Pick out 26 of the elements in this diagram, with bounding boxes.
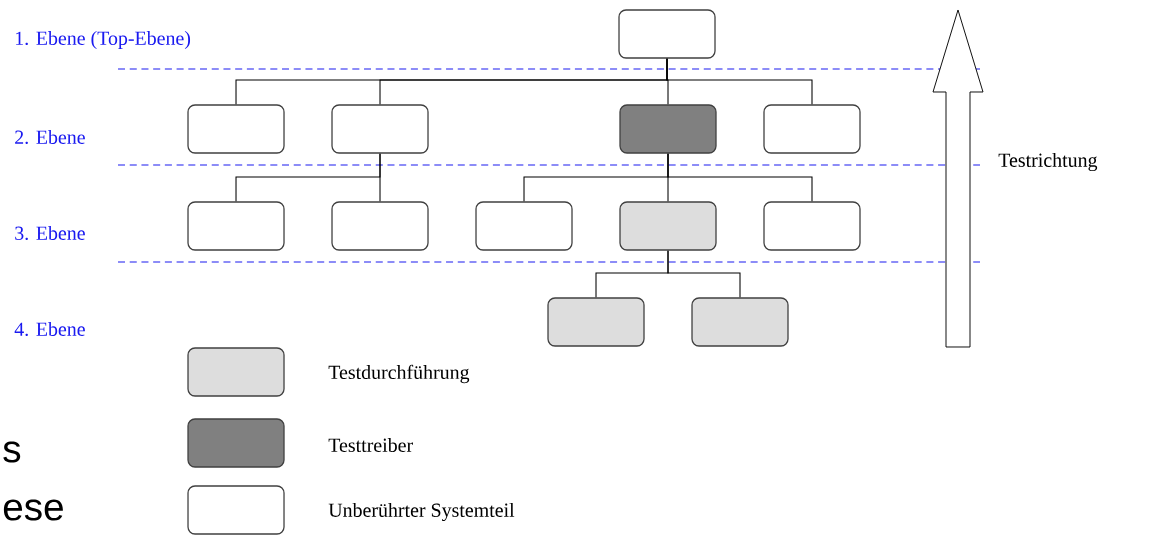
legend-label: Unberührter Systemteil bbox=[328, 502, 515, 522]
level-label: 1. Ebene (Top-Ebene) bbox=[16, 30, 191, 50]
legend-label: Testdurchführung bbox=[328, 364, 470, 384]
module-box bbox=[619, 104, 717, 154]
connector-line bbox=[379, 153, 381, 202]
module-box bbox=[691, 297, 789, 347]
module-box bbox=[187, 104, 285, 154]
level-label: 2. Ebene bbox=[15, 129, 85, 145]
connector-line bbox=[667, 250, 741, 298]
legend-label: Testtreiber bbox=[328, 438, 413, 452]
module-box bbox=[763, 104, 861, 154]
module-box bbox=[619, 201, 717, 251]
module-box bbox=[331, 201, 429, 251]
level-label: 3. Ebene bbox=[15, 225, 85, 241]
module-box bbox=[475, 201, 573, 251]
connector-line bbox=[667, 153, 813, 202]
module-box bbox=[618, 9, 716, 59]
axis-label: Testrichtung bbox=[998, 152, 1098, 172]
module-box bbox=[763, 201, 861, 251]
level-label: 4. Ebene bbox=[14, 321, 85, 337]
text-fragment: ese bbox=[3, 499, 63, 521]
text-fragment: s bbox=[3, 441, 21, 463]
module-box bbox=[547, 297, 645, 347]
connector-line bbox=[666, 58, 813, 105]
module-box bbox=[331, 104, 429, 154]
module-box bbox=[187, 201, 285, 251]
